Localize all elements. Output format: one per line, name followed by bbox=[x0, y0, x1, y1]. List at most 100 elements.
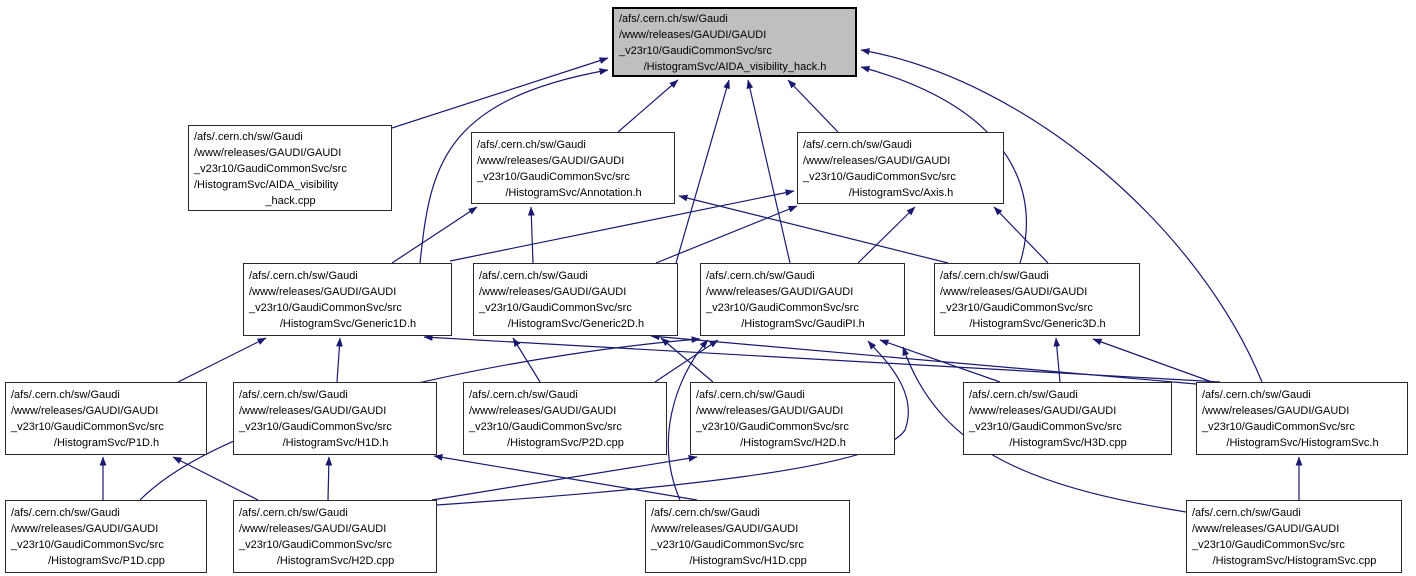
node-label-line: /afs/.cern.ch/sw/Gaudi bbox=[651, 507, 760, 519]
node-label-line: _v23r10/GaudiCommonSvc/src bbox=[651, 539, 804, 551]
node-label-line: _v23r10/GaudiCommonSvc/src bbox=[619, 44, 772, 57]
node-label-line: /afs/.cern.ch/sw/Gaudi bbox=[706, 270, 815, 282]
node-label-line: /www/releases/GAUDI/GAUDI bbox=[651, 523, 799, 535]
node-label-line: _v23r10/GaudiCommonSvc/src bbox=[469, 421, 622, 433]
node-label-line: /www/releases/GAUDI/GAUDI bbox=[469, 405, 617, 417]
edge-annotation_h-to-aida_h bbox=[617, 79, 679, 133]
edge-h2d_cpp-to-p1d_h bbox=[172, 456, 259, 501]
node-label-line: /www/releases/GAUDI/GAUDI bbox=[1192, 523, 1340, 535]
node-label-line: /HistogramSvc/AIDA_visibility bbox=[194, 178, 339, 191]
graph-node-axis_h[interactable]: /afs/.cern.ch/sw/Gaudi/www/releases/GAUD… bbox=[797, 132, 1004, 204]
node-label-line: /afs/.cern.ch/sw/Gaudi bbox=[969, 389, 1078, 401]
node-label-line: _v23r10/GaudiCommonSvc/src bbox=[249, 302, 402, 314]
node-label-line: _v23r10/GaudiCommonSvc/src bbox=[803, 170, 956, 183]
node-label-line: /HistogramSvc/P1D.h bbox=[53, 437, 160, 449]
node-label-line: _v23r10/GaudiCommonSvc/src bbox=[1202, 421, 1355, 433]
node-label-line: /afs/.cern.ch/sw/Gaudi bbox=[477, 138, 586, 151]
graph-node-histogramsvc_h[interactable]: /afs/.cern.ch/sw/Gaudi/www/releases/GAUD… bbox=[1196, 382, 1408, 455]
node-label-line: /afs/.cern.ch/sw/Gaudi bbox=[239, 507, 348, 519]
edge-histogramsvc_h-to-generic3d_h bbox=[1092, 338, 1213, 383]
graph-node-h3d_cpp[interactable]: /afs/.cern.ch/sw/Gaudi/www/releases/GAUD… bbox=[963, 382, 1172, 455]
node-label-line: /afs/.cern.ch/sw/Gaudi bbox=[11, 507, 120, 519]
node-label-line: /www/releases/GAUDI/GAUDI bbox=[11, 523, 159, 535]
node-label-line: /HistogramSvc/HistogramSvc.cpp bbox=[1212, 555, 1377, 567]
node-label-line: /HistogramSvc/P2D.cpp bbox=[507, 437, 624, 449]
node-label-line: _v23r10/GaudiCommonSvc/src bbox=[477, 170, 630, 183]
node-label-line: _hack.cpp bbox=[265, 194, 316, 207]
node-label-line: /HistogramSvc/H3D.cpp bbox=[1009, 437, 1127, 449]
edge-generic2d_h-to-axis_h bbox=[655, 205, 798, 264]
node-label-line: /www/releases/GAUDI/GAUDI bbox=[1202, 405, 1350, 417]
graph-node-p2d_cpp[interactable]: /afs/.cern.ch/sw/Gaudi/www/releases/GAUD… bbox=[463, 382, 667, 455]
node-label-line: /www/releases/GAUDI/GAUDI bbox=[696, 405, 844, 417]
graph-node-p1d_h[interactable]: /afs/.cern.ch/sw/Gaudi/www/releases/GAUD… bbox=[5, 382, 207, 455]
edge-h3d_cpp-to-generic3d_h bbox=[1053, 337, 1061, 383]
node-label-line: _v23r10/GaudiCommonSvc/src bbox=[239, 421, 392, 433]
node-label-line: _v23r10/GaudiCommonSvc/src bbox=[194, 162, 347, 175]
node-label-line: /afs/.cern.ch/sw/Gaudi bbox=[239, 389, 348, 401]
edge-axis_h-to-aida_h bbox=[787, 79, 839, 133]
node-label-line: /www/releases/GAUDI/GAUDI bbox=[11, 405, 159, 417]
edge-generic1d_h-to-aida_h bbox=[419, 68, 609, 264]
graph-node-aida_cpp[interactable]: /afs/.cern.ch/sw/Gaudi/www/releases/GAUD… bbox=[188, 125, 392, 211]
node-label-line: /afs/.cern.ch/sw/Gaudi bbox=[479, 270, 588, 282]
edge-generic1d_h-to-annotation_h bbox=[391, 206, 478, 264]
node-label-line: /www/releases/GAUDI/GAUDI bbox=[619, 28, 767, 41]
node-label-line: _v23r10/GaudiCommonSvc/src bbox=[940, 302, 1093, 314]
edge-h2d_cpp-to-h2d_h bbox=[431, 455, 698, 501]
edge-generic3d_h-to-aida_h bbox=[860, 65, 1027, 264]
node-label-line: /HistogramSvc/AIDA_visibility_hack.h bbox=[643, 60, 827, 73]
node-label-line: _v23r10/GaudiCommonSvc/src bbox=[706, 302, 859, 314]
graph-node-h2d_h[interactable]: /afs/.cern.ch/sw/Gaudi/www/releases/GAUD… bbox=[690, 382, 895, 455]
node-label-line: /afs/.cern.ch/sw/Gaudi bbox=[940, 270, 1049, 282]
edge-h3d_cpp-to-gaudipi_h bbox=[879, 339, 1001, 383]
node-label-line: /afs/.cern.ch/sw/Gaudi bbox=[619, 12, 728, 25]
graph-node-h1d_h[interactable]: /afs/.cern.ch/sw/Gaudi/www/releases/GAUD… bbox=[233, 382, 437, 455]
edge-generic2d_h-to-aida_h bbox=[675, 79, 730, 264]
graph-node-generic3d_h[interactable]: /afs/.cern.ch/sw/Gaudi/www/releases/GAUD… bbox=[934, 263, 1140, 336]
edge-histogramsvc_cpp-to-gaudipi_h bbox=[902, 346, 1187, 513]
graph-node-h1d_cpp[interactable]: /afs/.cern.ch/sw/Gaudi/www/releases/GAUD… bbox=[645, 500, 850, 573]
node-label-line: /www/releases/GAUDI/GAUDI bbox=[477, 154, 625, 167]
node-label-line: /afs/.cern.ch/sw/Gaudi bbox=[469, 389, 578, 401]
node-label-line: /HistogramSvc/H2D.cpp bbox=[276, 555, 395, 567]
node-label-line: /www/releases/GAUDI/GAUDI bbox=[940, 286, 1088, 298]
node-label-line: /HistogramSvc/Generic2D.h bbox=[507, 318, 645, 330]
edge-generic3d_h-to-axis_h bbox=[993, 206, 1049, 264]
node-label-line: _v23r10/GaudiCommonSvc/src bbox=[696, 421, 849, 433]
graph-node-histogramsvc_cpp[interactable]: /afs/.cern.ch/sw/Gaudi/www/releases/GAUD… bbox=[1186, 500, 1402, 573]
node-label-line: /afs/.cern.ch/sw/Gaudi bbox=[696, 389, 805, 401]
node-label-line: /www/releases/GAUDI/GAUDI bbox=[239, 523, 387, 535]
node-label-line: /HistogramSvc/Annotation.h bbox=[505, 186, 642, 199]
node-label-line: /HistogramSvc/HistogramSvc.h bbox=[1226, 437, 1379, 449]
node-label-line: /HistogramSvc/Generic1D.h bbox=[279, 318, 417, 330]
node-label-line: /www/releases/GAUDI/GAUDI bbox=[194, 146, 342, 159]
node-label-line: /HistogramSvc/GaudiPI.h bbox=[741, 318, 865, 330]
edge-gaudipi_h-to-aida_h bbox=[746, 79, 791, 264]
edge-histogramsvc_h-to-generic2d_h bbox=[650, 333, 1197, 385]
graph-node-p1d_cpp[interactable]: /afs/.cern.ch/sw/Gaudi/www/releases/GAUD… bbox=[5, 500, 207, 573]
graph-node-h2d_cpp[interactable]: /afs/.cern.ch/sw/Gaudi/www/releases/GAUD… bbox=[233, 500, 437, 573]
edge-generic3d_h-to-annotation_h bbox=[678, 194, 949, 264]
graph-node-generic1d_h[interactable]: /afs/.cern.ch/sw/Gaudi/www/releases/GAUD… bbox=[243, 263, 452, 336]
graph-node-aida_h[interactable]: /afs/.cern.ch/sw/Gaudi/www/releases/GAUD… bbox=[612, 7, 857, 77]
node-label-line: _v23r10/GaudiCommonSvc/src bbox=[11, 421, 164, 433]
node-label-line: /HistogramSvc/H2D.h bbox=[740, 437, 846, 449]
node-label-line: /www/releases/GAUDI/GAUDI bbox=[479, 286, 627, 298]
edge-h1d_h-to-generic1d_h bbox=[336, 337, 343, 383]
edge-p2d_cpp-to-generic2d_h bbox=[512, 337, 541, 383]
node-label-line: /afs/.cern.ch/sw/Gaudi bbox=[11, 389, 120, 401]
graph-node-gaudipi_h[interactable]: /afs/.cern.ch/sw/Gaudi/www/releases/GAUD… bbox=[700, 263, 905, 336]
graph-node-annotation_h[interactable]: /afs/.cern.ch/sw/Gaudi/www/releases/GAUD… bbox=[471, 132, 675, 204]
edge-generic2d_h-to-annotation_h bbox=[527, 206, 535, 264]
node-label-line: /afs/.cern.ch/sw/Gaudi bbox=[1202, 389, 1311, 401]
edge-gaudipi_h-to-axis_h bbox=[857, 206, 916, 264]
node-label-line: /www/releases/GAUDI/GAUDI bbox=[803, 154, 951, 167]
edge-p2d_cpp-to-gaudipi_h bbox=[654, 339, 719, 383]
graph-node-generic2d_h[interactable]: /afs/.cern.ch/sw/Gaudi/www/releases/GAUD… bbox=[473, 263, 678, 336]
edge-h2d_cpp-to-h1d_h bbox=[325, 456, 333, 501]
node-label-line: _v23r10/GaudiCommonSvc/src bbox=[969, 421, 1122, 433]
edge-p1d_h-to-generic1d_h bbox=[177, 337, 267, 383]
node-label-line: _v23r10/GaudiCommonSvc/src bbox=[479, 302, 632, 314]
